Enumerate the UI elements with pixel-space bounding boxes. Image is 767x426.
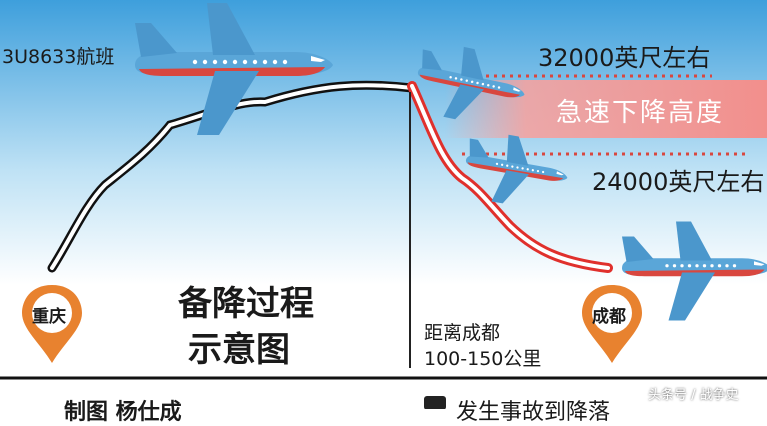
pin-label-chongqing: 重庆 bbox=[32, 307, 66, 327]
footer-left-text: 制图 杨仕成 bbox=[64, 400, 182, 425]
title-line-2: 示意图 bbox=[188, 330, 290, 370]
flight-label: 3U8633航班 bbox=[2, 46, 115, 68]
watermark: 头条号 / 战争史 bbox=[648, 388, 739, 403]
diagram-graphic bbox=[0, 0, 767, 410]
rapid-descent-label: 急速下降高度 bbox=[556, 98, 725, 128]
title-line-1: 备降过程 bbox=[178, 284, 314, 324]
altitude-low-label: 24000英尺左右 bbox=[592, 168, 765, 196]
footer-background bbox=[0, 380, 767, 409]
distance-line-1: 距离成都 bbox=[424, 322, 501, 344]
climb-route bbox=[47, 80, 417, 273]
distance-line-2: 100-150公里 bbox=[424, 348, 542, 370]
descent-route bbox=[407, 81, 613, 273]
pin-label-chengdu: 成都 bbox=[592, 307, 626, 327]
footer-right-text: 发生事故到降落 bbox=[456, 400, 611, 425]
altitude-high-label: 32000英尺左右 bbox=[538, 44, 711, 72]
footer-square-icon bbox=[424, 396, 446, 410]
